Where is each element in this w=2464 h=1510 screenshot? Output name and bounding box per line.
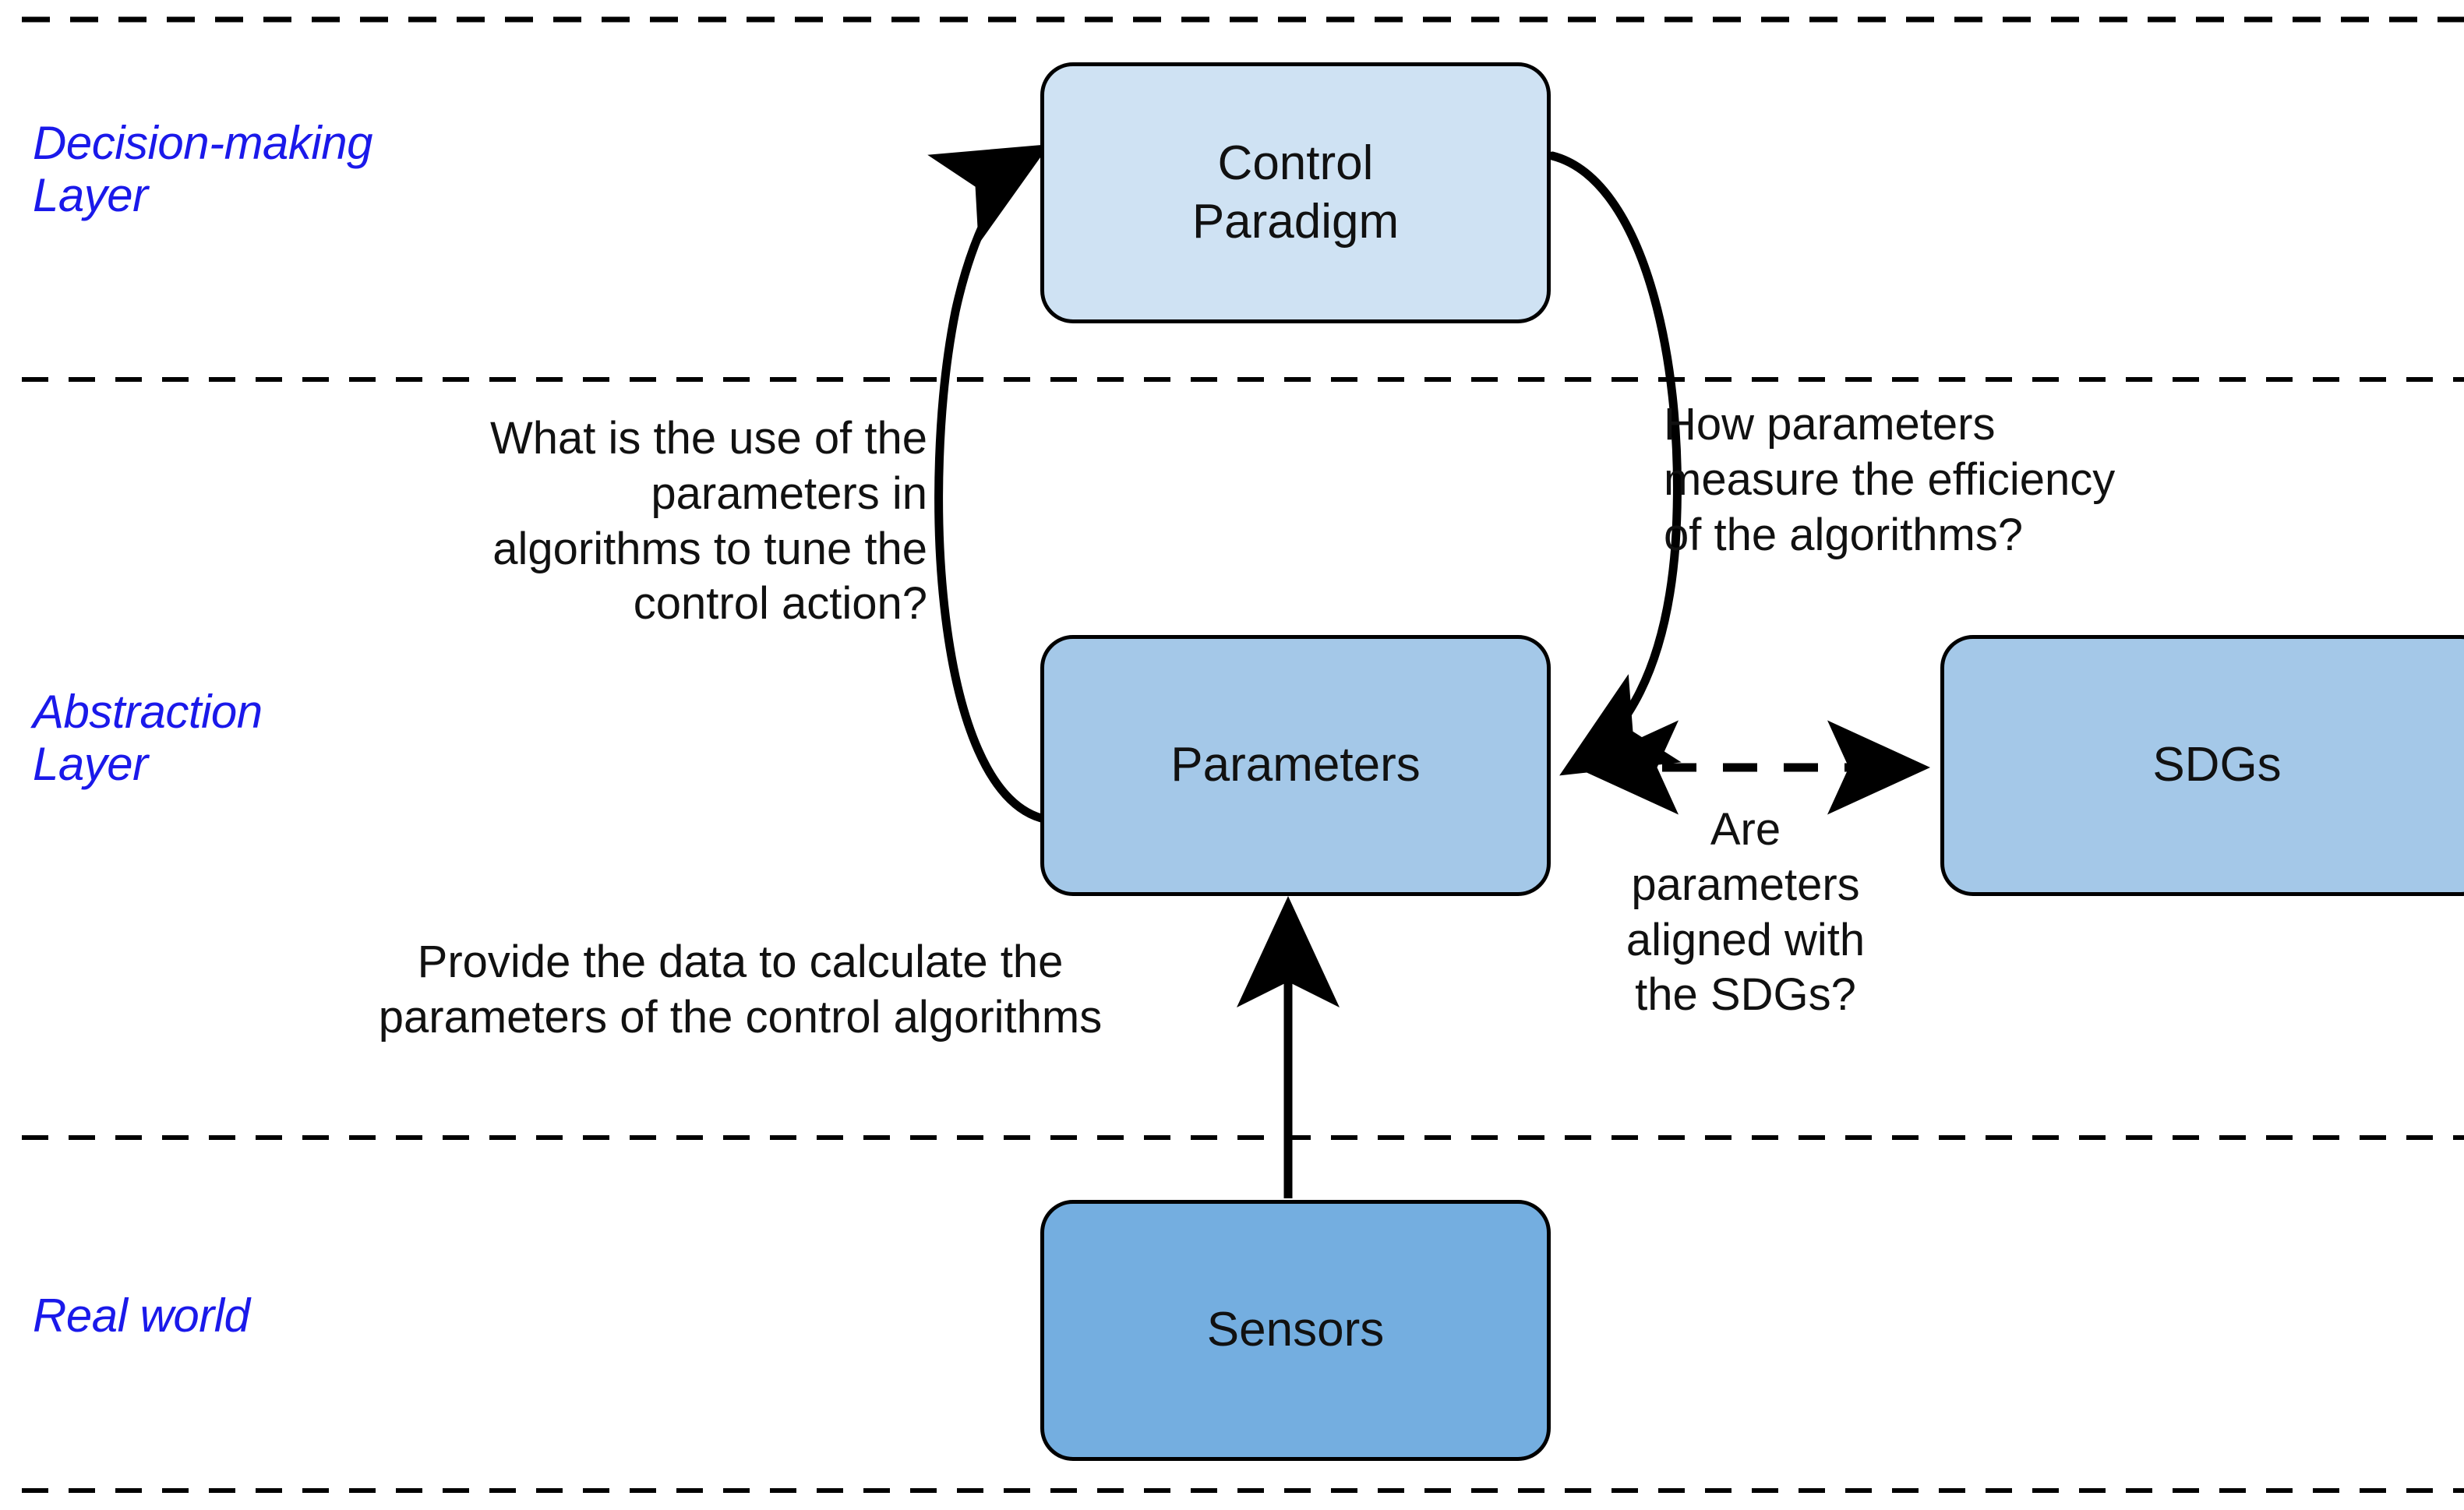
node-sensors[interactable]: Sensors	[1040, 1200, 1551, 1461]
layer-label-real-world: Real world	[33, 1289, 250, 1342]
node-control-paradigm[interactable]: Control Paradigm	[1040, 62, 1551, 323]
edge-control-paradigm-to-parameters	[1548, 151, 1682, 776]
edge-parameters-to-control-paradigm	[927, 144, 1050, 823]
node-parameters[interactable]: Parameters	[1040, 635, 1551, 896]
edge-label-parameters-to-control-paradigm: What is the use of the parameters in alg…	[490, 413, 927, 630]
node-sdgs[interactable]: SDGs	[1940, 635, 2464, 896]
edge-label-sensors-to-parameters: Provide the data to calculate the parame…	[378, 937, 1103, 1043]
edge-label-parameters-sdgs: Are parameters aligned with the SDGs?	[1626, 804, 1866, 1021]
layer-label-decision-making: Decision-making Layer	[33, 117, 373, 222]
layer-label-abstraction: Abstraction Layer	[33, 686, 263, 791]
edge-label-control-paradigm-to-parameters: How parameters measure the efficiency of…	[1664, 399, 2116, 560]
